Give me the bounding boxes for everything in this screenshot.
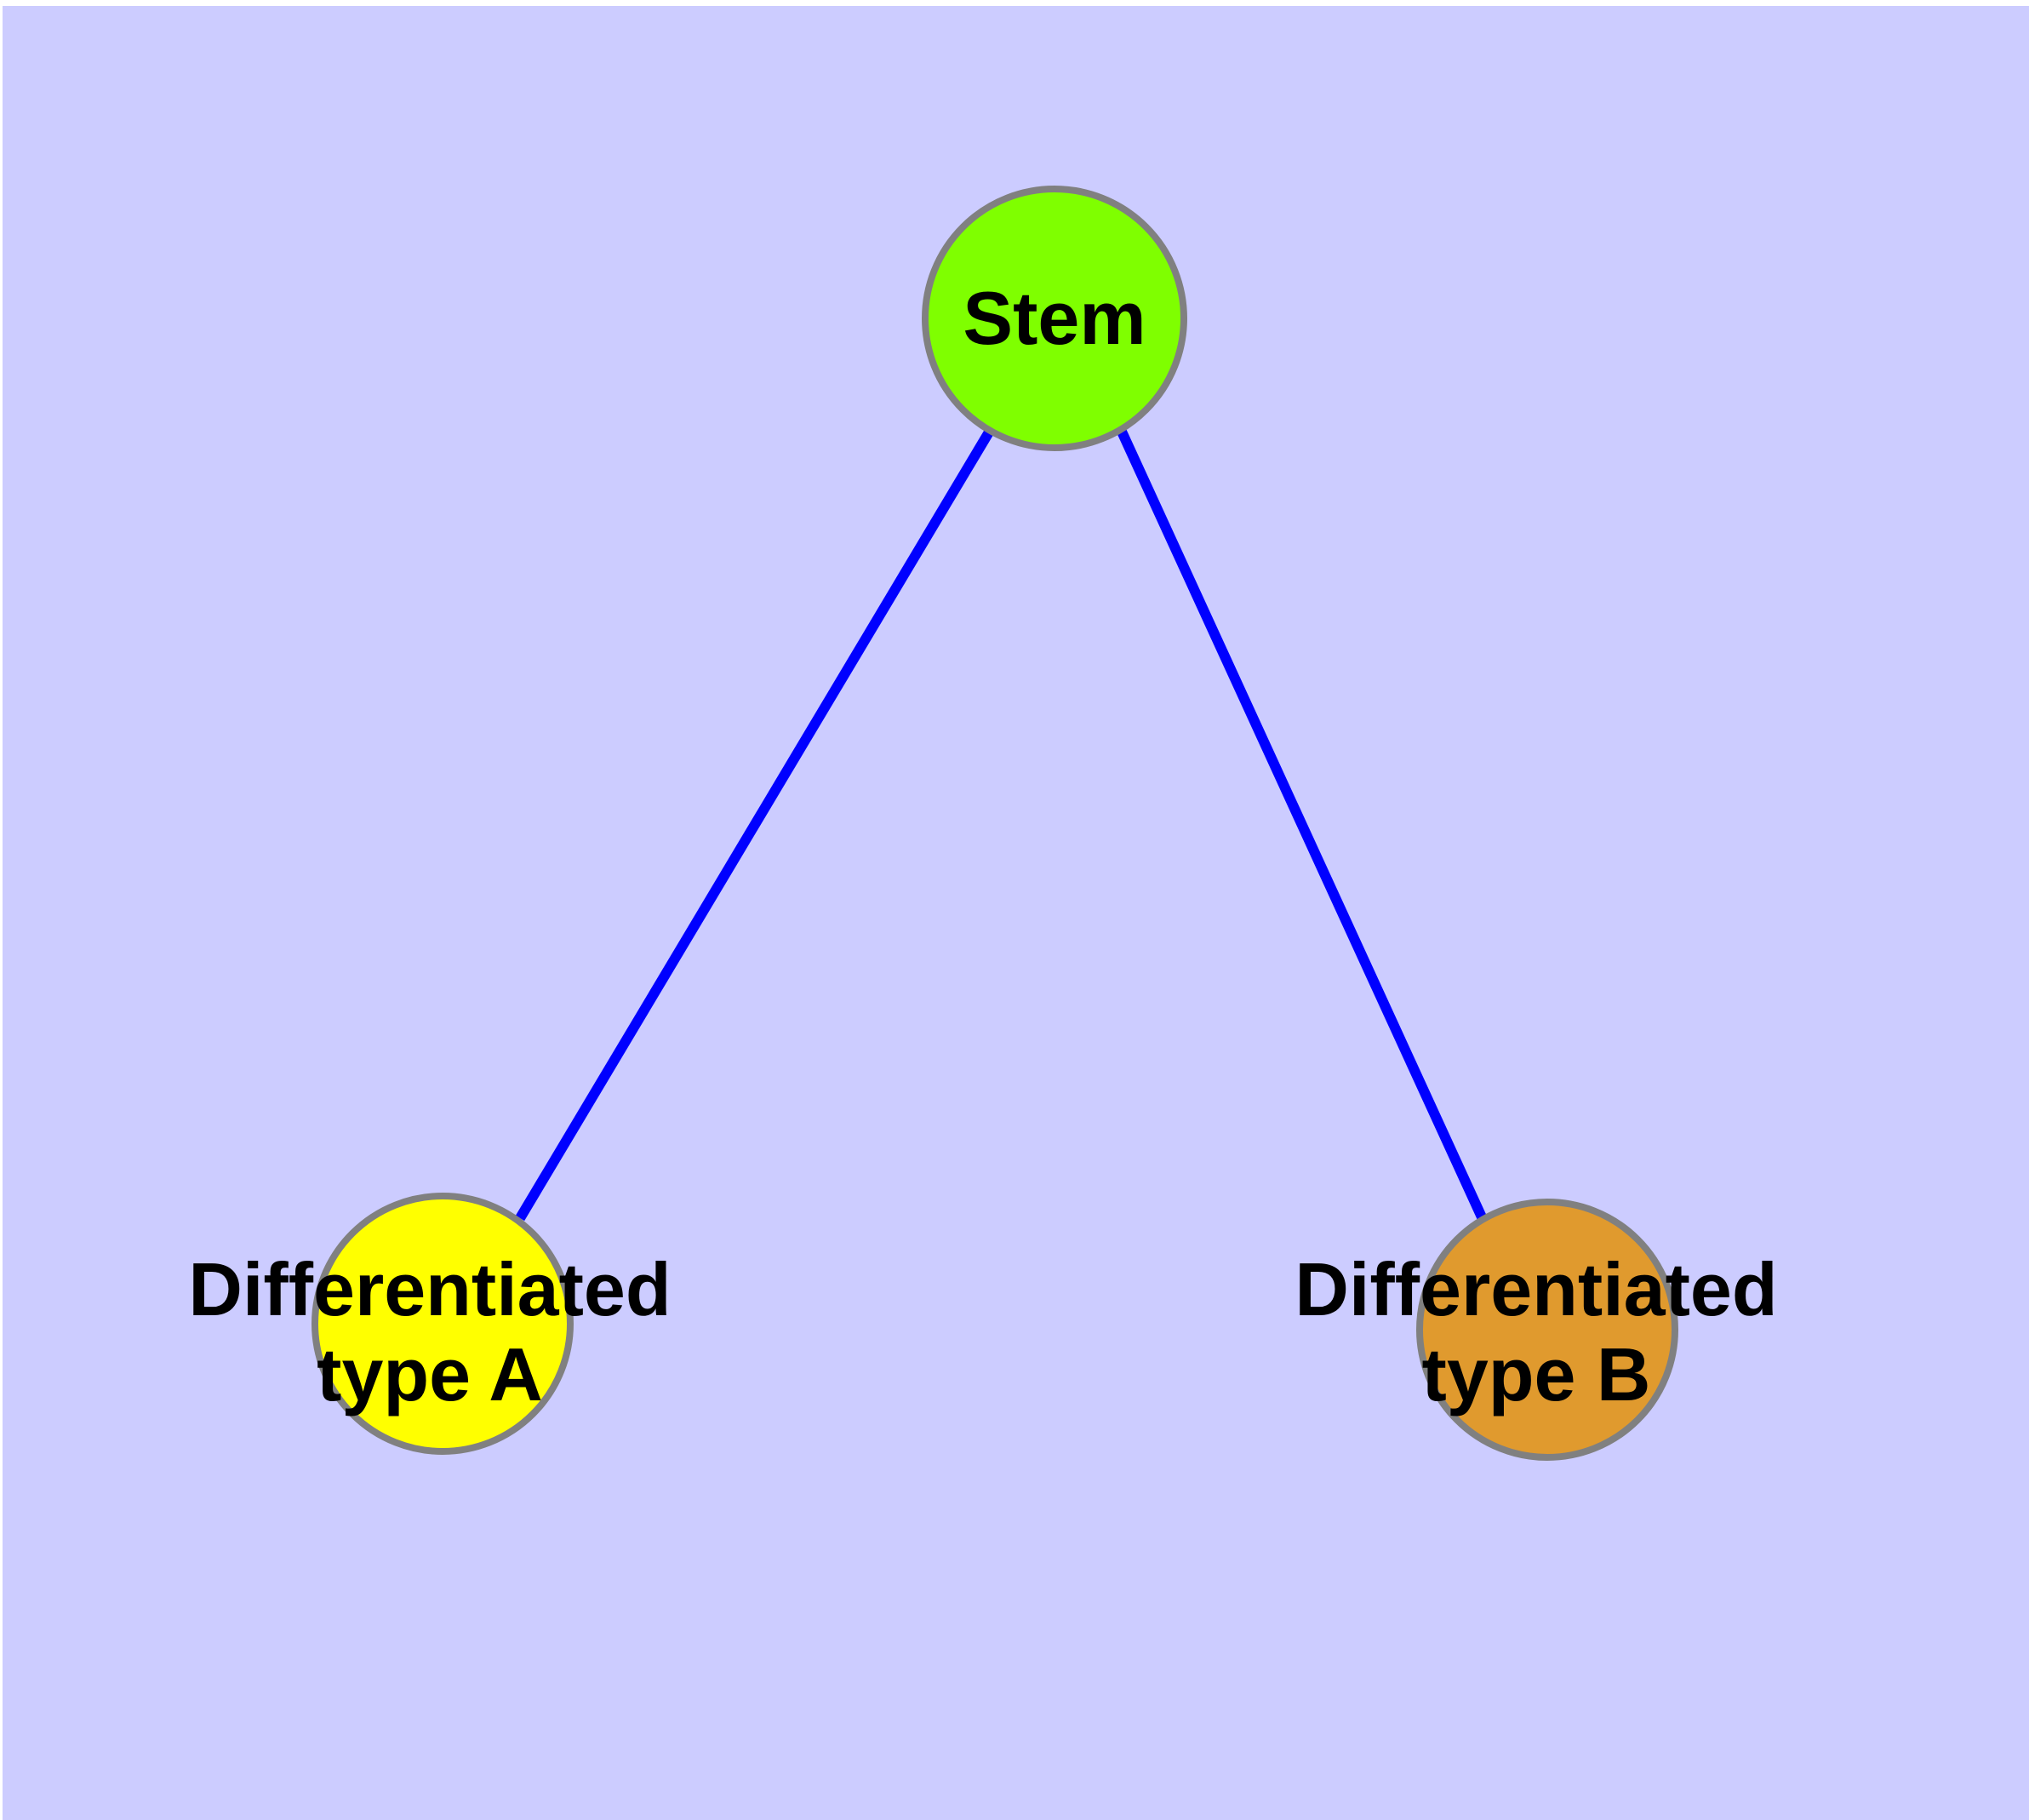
node-diff-b-label-line2: type B <box>1422 1332 1651 1417</box>
node-stem-circle[interactable] <box>922 186 1187 451</box>
node-diff-a[interactable]: Differentiated type A <box>188 1193 672 1455</box>
edge-stem-to-diff-b[interactable] <box>1117 429 1488 1222</box>
edge-layer <box>515 427 1488 1222</box>
node-layer: Stem Differentiated type A Differentiate… <box>188 186 1778 1461</box>
node-stem[interactable]: Stem <box>922 186 1187 451</box>
node-diff-b-label-line1: Differentiated <box>1295 1247 1777 1331</box>
node-diff-b[interactable]: Differentiated type B <box>1295 1199 1778 1461</box>
node-diff-a-label-line1: Differentiated <box>188 1247 671 1331</box>
node-diff-a-circle[interactable] <box>311 1193 574 1455</box>
node-diff-b-circle[interactable] <box>1416 1199 1678 1461</box>
node-diff-a-label-line2: type A <box>317 1332 543 1417</box>
node-stem-label-line1: Stem <box>963 276 1146 360</box>
edge-stem-to-diff-a[interactable] <box>515 427 995 1222</box>
